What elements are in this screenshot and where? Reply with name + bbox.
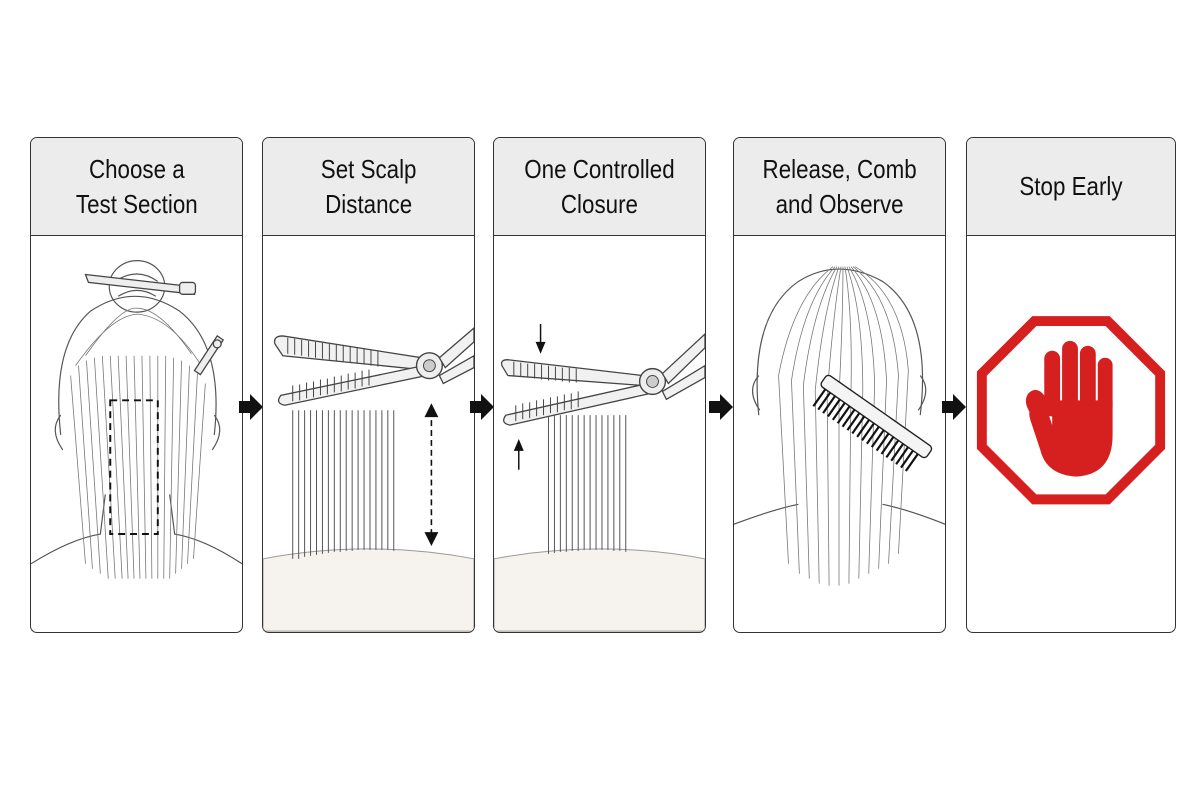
step-illustration [263,236,474,632]
thinning-shears-closing-illustration [494,324,705,632]
step-title: Release, Comb and Observe [762,153,917,219]
step-panel-controlled-closure: One Controlled Closure [493,137,706,633]
stop-sign-hand-icon [976,316,1166,505]
step-illustration [734,236,945,632]
thinning-shears-distance-illustration [263,327,474,632]
step-title: Stop Early [1019,171,1123,201]
step-panel-stop-early: Stop Early [966,137,1176,633]
arrow-right-icon [940,392,968,422]
step-illustration [967,236,1175,632]
step-panel-release-comb: Release, Comb and Observe [733,137,946,633]
step-panel-choose-section: Choose a Test Section [30,137,243,633]
step-illustration [31,236,242,632]
arrow-right-icon [468,392,496,422]
step-title: Set Scalp Distance [320,153,417,219]
step-title: Choose a Test Section [75,153,198,219]
step-panel-scalp-distance: Set Scalp Distance [262,137,475,633]
step-title: One Controlled Closure [524,153,675,219]
step-illustration [494,236,705,632]
step-header: Release, Comb and Observe [734,138,945,236]
step-header: One Controlled Closure [494,138,705,236]
arrow-right-icon [707,392,735,422]
step-header: Choose a Test Section [31,138,242,236]
step-header: Set Scalp Distance [263,138,474,236]
combing-hair-illustration [734,266,945,586]
hair-sectioning-clip-illustration [31,260,242,579]
step-header: Stop Early [967,138,1175,236]
arrow-right-icon [237,392,265,422]
